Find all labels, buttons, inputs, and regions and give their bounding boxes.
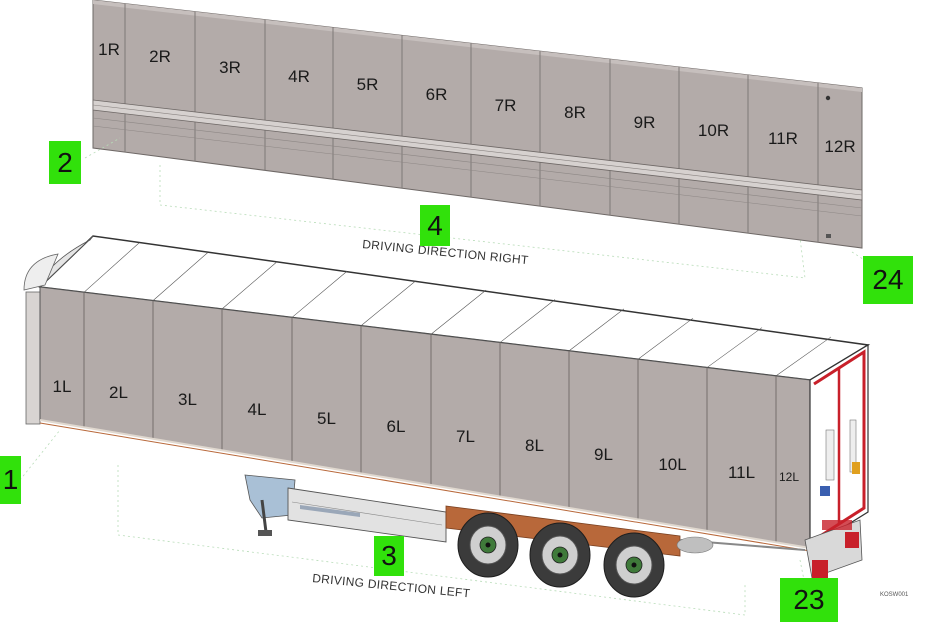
drawing-code: KOSW001 [880, 592, 909, 598]
landing-gear [244, 474, 296, 519]
wheel-icon [457, 512, 519, 578]
axle-wheels [457, 512, 665, 598]
trailer-body: 1L 2L 3L 4L 5L 6L 7L 8L 9L 10L 11L 12L [23, 235, 871, 598]
panel-label-left: 4L [248, 400, 267, 419]
panel-label-left: 9L [594, 445, 613, 464]
refrigeration-unit [25, 291, 41, 425]
panel-label-right: 4R [288, 67, 310, 86]
panel-label-right: 2R [149, 47, 171, 66]
panel-label-right: 1R [98, 40, 120, 59]
panel-label-right: 12R [824, 137, 855, 156]
panel-label-right: 5R [357, 75, 379, 94]
panel-label-left: 3L [178, 390, 197, 409]
callout-1: 1 [0, 456, 21, 504]
right-side-wall: 1R 2R 3R 4R 5R 6R 7R 8R 9R 10R 11R 12R [92, 0, 863, 249]
panel-label-right: 9R [634, 113, 656, 132]
panel-label-right: 3R [219, 58, 241, 77]
panel-label-left: 12L [779, 470, 799, 484]
callout-4: 4 [420, 205, 450, 246]
panel-label-left: 5L [317, 409, 336, 428]
panel-label-left: 2L [109, 383, 128, 402]
panel-label-left: 1L [53, 377, 72, 396]
side-tank [287, 487, 447, 543]
panel-label-left: 8L [525, 436, 544, 455]
wheel-icon [529, 522, 591, 588]
panel-label-left: 11L [728, 463, 755, 482]
panel-label-right: 11R [768, 129, 798, 148]
wheel-icon [603, 532, 665, 598]
panel-label-left: 10L [658, 455, 686, 474]
panel-label-right: 6R [426, 85, 448, 104]
callout-2: 2 [49, 141, 81, 184]
fixing-hole-icon [826, 234, 831, 238]
panel-label-right: 8R [564, 103, 586, 122]
panel-label-right: 10R [698, 121, 729, 140]
panel-label-left: 6L [387, 417, 406, 436]
callout-23: 23 [780, 578, 838, 622]
fixing-hole-icon [825, 95, 831, 101]
callout-24: 24 [863, 256, 913, 304]
panel-label-left: 7L [456, 427, 475, 446]
panel-label-right: 7R [495, 96, 517, 115]
callout-3: 3 [374, 536, 404, 576]
front-fairing [23, 253, 59, 291]
